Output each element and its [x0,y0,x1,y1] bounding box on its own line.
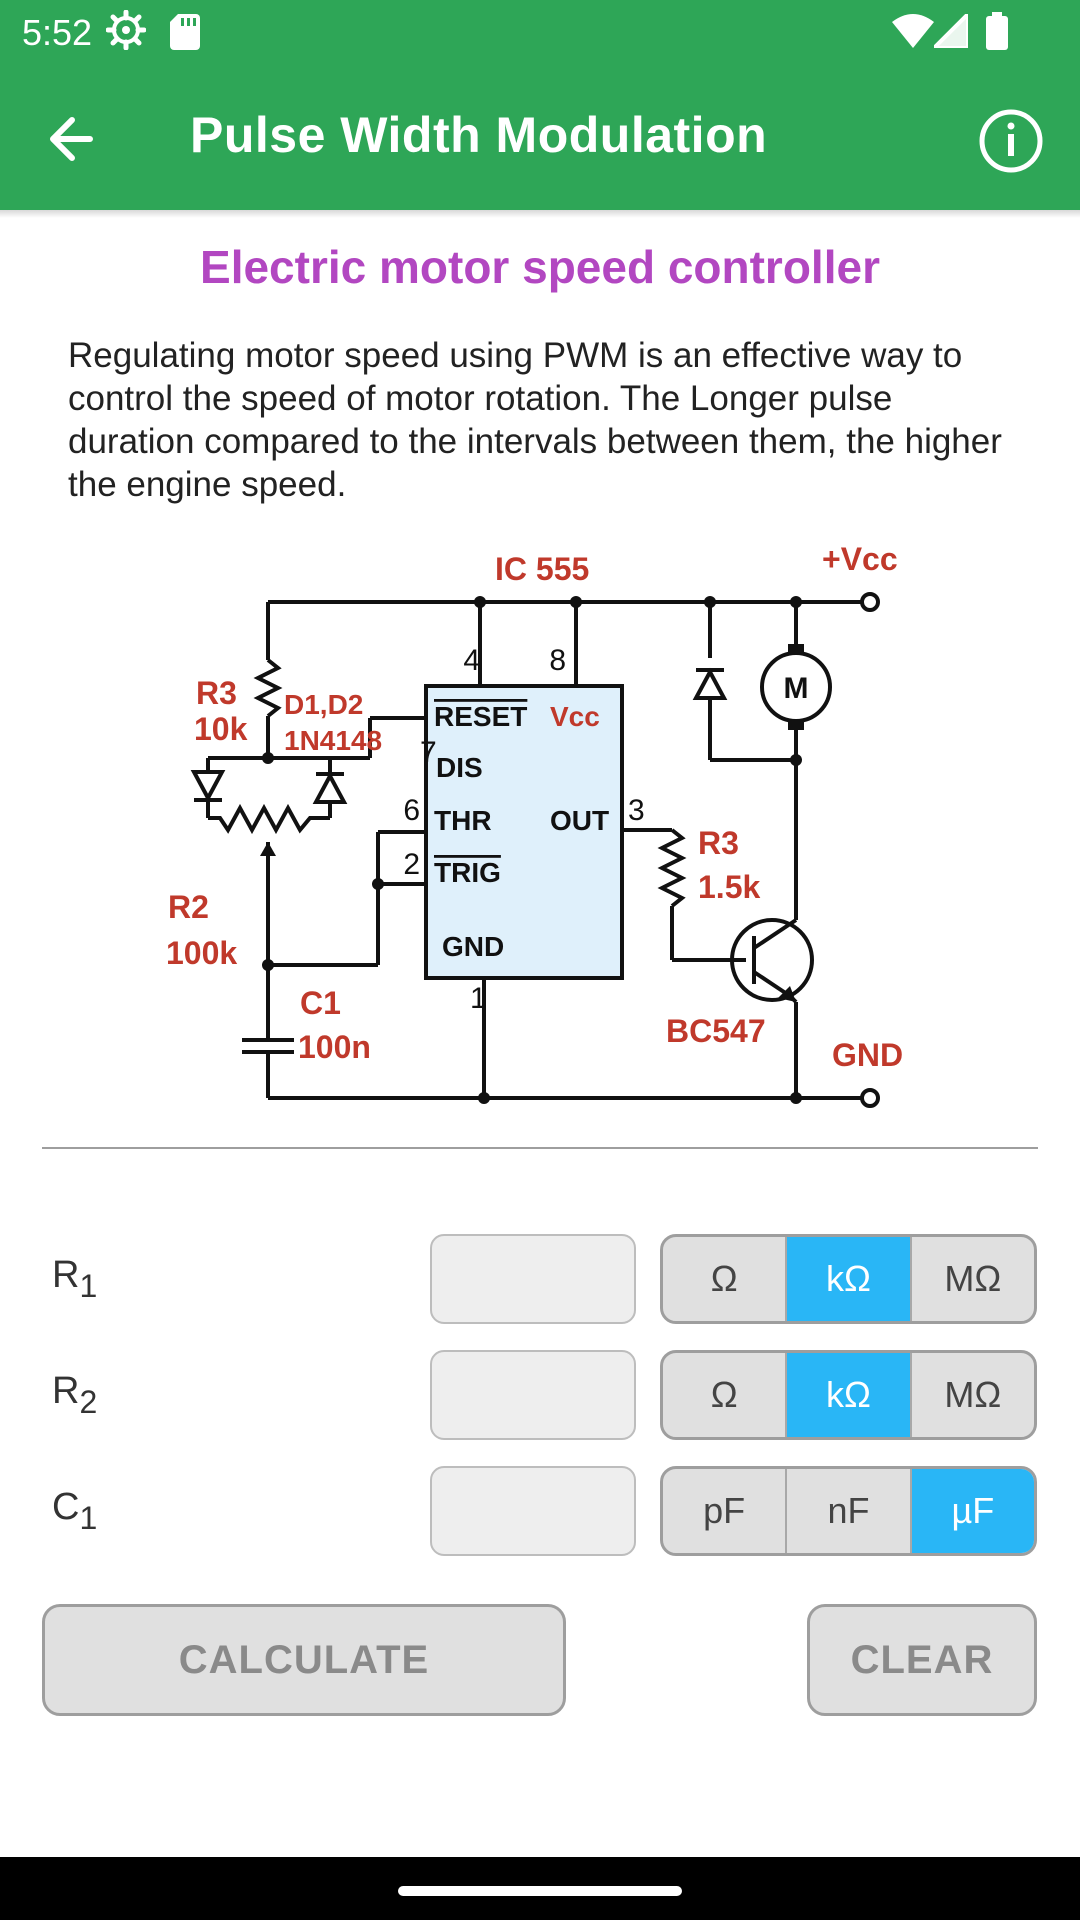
unit-uf-button[interactable]: µF [911,1469,1034,1553]
unit-kohm-button[interactable]: kΩ [787,1353,912,1437]
vcc-label: +Vcc [822,541,898,577]
r2-value: 100k [166,935,237,971]
r2-unit-selector: Ω kΩ MΩ [660,1350,1037,1440]
c1-value: 100n [298,1029,371,1065]
r3-right-value: 1.5k [698,869,760,905]
diodes-value: 1N4148 [284,725,382,756]
input-row-r1: R1 Ω kΩ MΩ [0,1234,1080,1328]
gnd-label: GND [832,1037,903,1073]
unit-mohm-button[interactable]: MΩ [944,1258,1002,1299]
calculate-button[interactable]: CALCULATE [42,1604,566,1716]
motor-label: M [784,672,809,705]
input-row-c1: C1 pF nF µF [0,1466,1080,1560]
c1-input[interactable] [430,1466,636,1556]
divider [42,1147,1038,1149]
pin-4-label: 4 [463,644,480,677]
r2-input[interactable] [430,1350,636,1440]
battery-icon [986,12,1008,50]
clear-button[interactable]: CLEAR [807,1604,1037,1716]
r3-left-label: R3 [196,675,237,711]
home-gesture-handle[interactable] [398,1886,682,1896]
info-icon[interactable] [966,96,1056,186]
wifi-icon [892,14,934,48]
description-text: Regulating motor speed using PWM is an e… [68,336,1002,504]
status-bar: 5:52 [0,0,1080,64]
trig-label: TRIG [434,857,501,888]
unit-kohm-button[interactable]: kΩ [787,1237,912,1321]
unit-mohm-button[interactable]: MΩ [944,1374,1002,1415]
pin-1-label: 1 [470,982,487,1015]
r3-left-value: 10k [194,711,248,747]
diodes-label: D1,D2 [284,689,363,720]
page-title: Pulse Width Modulation [190,107,768,163]
r1-input[interactable] [430,1234,636,1324]
unit-ohm-button[interactable]: Ω [663,1353,788,1437]
gnd-pin-label: GND [442,931,504,962]
status-time: 5:52 [22,12,93,53]
out-label: OUT [550,805,609,836]
row-label: R2 [52,1370,98,1420]
vcc-pin-label: Vcc [550,701,600,732]
pin-6-label: 6 [403,794,420,827]
app-bar-shadow [0,210,1080,218]
sd-card-icon [170,14,200,50]
c1-label: C1 [300,985,341,1021]
unit-nf-button[interactable]: nF [787,1469,912,1553]
pin-2-label: 2 [403,848,420,881]
unit-ohm-button[interactable]: Ω [663,1237,788,1321]
reset-label: RESET [434,701,527,732]
section-heading: Electric motor speed controller [200,241,880,293]
dis-label: DIS [436,752,483,783]
c1-unit-selector: pF nF µF [660,1466,1037,1556]
pin-7-label: 7 [420,736,437,769]
transistor-label: BC547 [666,1013,766,1049]
back-arrow-icon[interactable] [40,104,110,174]
r1-unit-selector: Ω kΩ MΩ [660,1234,1037,1324]
r2-label: R2 [168,889,209,925]
settings-gear-icon [106,10,146,50]
pin-3-label: 3 [628,794,645,827]
r3-right-label: R3 [698,825,739,861]
signal-icon [934,14,968,48]
top-bar: 5:52 Pulse [0,0,1080,210]
unit-pf-button[interactable]: pF [663,1469,788,1553]
circuit-diagram: 4 8 7 6 2 3 1 RESET Vcc DIS THR OUT TRIG… [166,541,903,1108]
ic-label: IC 555 [495,551,589,587]
app-bar: Pulse Width Modulation [0,64,1080,210]
input-row-r2: R2 Ω kΩ MΩ [0,1350,1080,1444]
row-label: R1 [52,1254,98,1304]
pin-8-label: 8 [549,644,566,677]
row-label: C1 [52,1486,98,1536]
thr-label: THR [434,805,492,836]
